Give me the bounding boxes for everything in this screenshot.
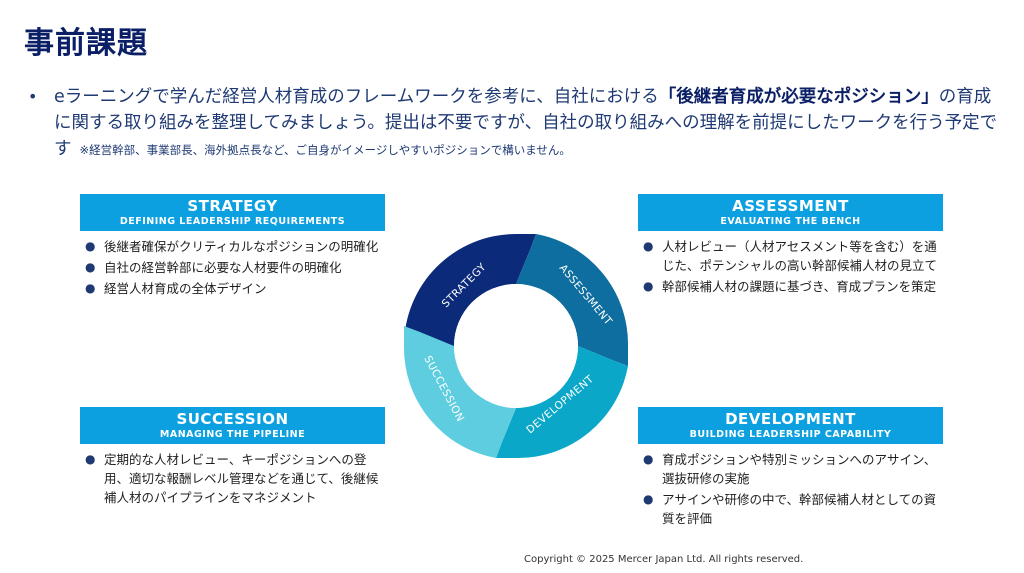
assessment-box: ASSESSMENT EVALUATING THE BENCH ●人材レビュー（… <box>638 194 943 298</box>
succession-list: ●定期的な人材レビュー、キーポジションへの登用、適切な報酬レベル管理などを通じて… <box>80 450 385 507</box>
development-box: DEVELOPMENT BUILDING LEADERSHIP CAPABILI… <box>638 407 943 530</box>
bullet-icon: ● <box>85 260 96 274</box>
intro-highlight: 「後継者育成が必要なポジション」 <box>658 87 939 107</box>
cycle-segment-development <box>496 346 628 459</box>
copyright-footer: Copyright © 2025 Mercer Japan Ltd. All r… <box>524 554 804 565</box>
bullet-icon: ● <box>643 279 654 293</box>
succession-header: SUCCESSION MANAGING THE PIPELINE <box>80 407 385 444</box>
intro-note: ※経営幹部、事業部長、海外拠点長など、ご自身がイメージしやすいポジションで構いま… <box>79 143 571 157</box>
cycle-segment-strategy <box>404 234 536 346</box>
strategy-header: STRATEGY DEFINING LEADERSHIP REQUIREMENT… <box>80 194 385 231</box>
list-item: ●育成ポジションや特別ミッションへのアサイン、選抜研修の実施 <box>643 452 937 486</box>
bullet-icon: ● <box>85 281 96 295</box>
intro-text-before: eラーニングで学んだ経営人材育成のフレームワークを参考に、自社における <box>54 87 659 107</box>
assessment-subheading: EVALUATING THE BENCH <box>720 216 861 227</box>
page-title: 事前課題 <box>24 26 148 61</box>
assessment-list: ●人材レビュー（人材アセスメント等を含む）を通じた、ポテンシャルの高い幹部候補人… <box>638 237 943 296</box>
strategy-box: STRATEGY DEFINING LEADERSHIP REQUIREMENT… <box>80 194 385 300</box>
cycle-segment-assessment <box>516 234 629 366</box>
bullet-icon: ● <box>85 239 96 253</box>
cycle-segment-succession <box>403 326 516 458</box>
list-item: ●経営人材育成の全体デザイン <box>85 281 267 296</box>
development-subheading: BUILDING LEADERSHIP CAPABILITY <box>689 429 892 440</box>
strategy-heading: STRATEGY <box>187 197 278 215</box>
bullet-icon: ● <box>643 492 654 506</box>
bullet-icon: ● <box>85 452 96 466</box>
intro-text-after: の育成に関する取り組みを整理してみましょう。提出は不要ですが、自社の取り組みへの… <box>54 87 998 159</box>
development-header: DEVELOPMENT BUILDING LEADERSHIP CAPABILI… <box>638 407 943 444</box>
strategy-subheading: DEFINING LEADERSHIP REQUIREMENTS <box>119 216 346 227</box>
list-item: ●定期的な人材レビュー、キーポジションへの登用、適切な報酬レベル管理などを通じて… <box>85 452 379 505</box>
bullet-icon: ● <box>643 452 654 466</box>
list-item: ●自社の経営幹部に必要な人材要件の明確化 <box>85 260 342 275</box>
list-item: ●幹部候補人材の課題に基づき、育成プランを策定 <box>643 279 937 294</box>
strategy-list: ●後継者確保がクリティカルなポジションの明確化 ●自社の経営幹部に必要な人材要件… <box>80 237 385 298</box>
development-list: ●育成ポジションや特別ミッションへのアサイン、選抜研修の実施 ●アサインや研修の… <box>638 450 943 528</box>
succession-box: SUCCESSION MANAGING THE PIPELINE ●定期的な人材… <box>80 407 385 509</box>
development-heading: DEVELOPMENT <box>725 410 856 428</box>
succession-heading: SUCCESSION <box>176 410 289 428</box>
list-item: ●後継者確保がクリティカルなポジションの明確化 <box>85 239 379 254</box>
bullet-icon: ● <box>643 239 654 253</box>
intro-paragraph: • eラーニングで学んだ経営人材育成のフレームワークを参考に、自社における「後継… <box>28 84 1000 163</box>
list-item: ●アサインや研修の中で、幹部候補人材としての資質を評価 <box>643 492 937 526</box>
assessment-heading: ASSESSMENT <box>732 197 849 215</box>
list-item: ●人材レビュー（人材アセスメント等を含む）を通じた、ポテンシャルの高い幹部候補人… <box>643 239 938 273</box>
assessment-header: ASSESSMENT EVALUATING THE BENCH <box>638 194 943 231</box>
bullet-icon: • <box>28 87 38 106</box>
cycle-diagram: STRATEGY ASSESSMENT DEVELOPMENT SUCCESSI… <box>403 234 629 459</box>
succession-subheading: MANAGING THE PIPELINE <box>159 429 306 440</box>
